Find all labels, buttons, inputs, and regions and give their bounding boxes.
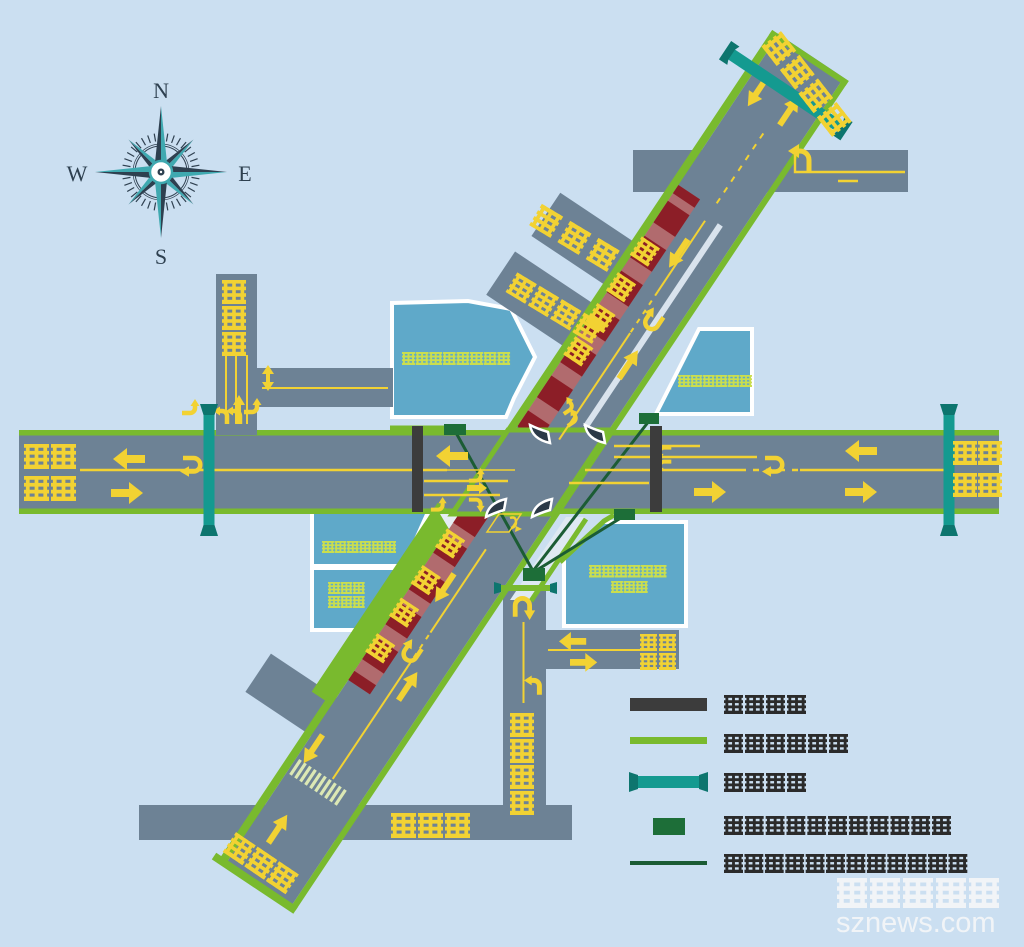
svg-text:sznews.com: sznews.com (836, 907, 996, 939)
svg-text:N: N (153, 78, 169, 103)
svg-text:S: S (155, 244, 167, 269)
svg-text:W: W (67, 161, 88, 186)
svg-text:E: E (238, 161, 251, 186)
